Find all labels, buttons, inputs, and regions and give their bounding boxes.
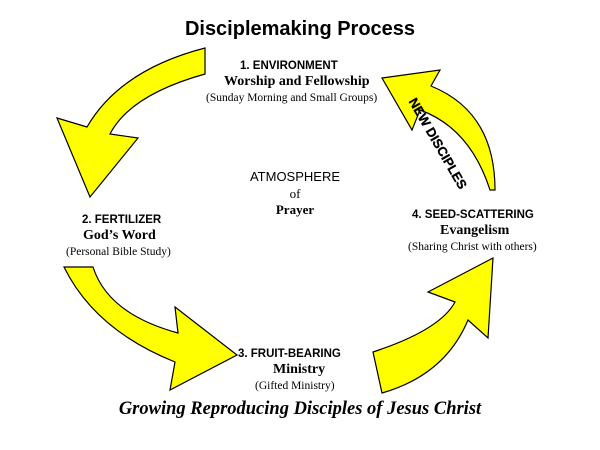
stage-1-label: 1. ENVIRONMENT xyxy=(240,60,338,72)
stage-2-note: (Personal Bible Study) xyxy=(66,246,171,258)
stage-2-subtitle: God’s Word xyxy=(83,228,156,243)
stage-4-note: (Sharing Christ with others) xyxy=(408,241,537,253)
stage-2-label: 2. FERTILIZER xyxy=(82,214,162,226)
stage-1-subtitle: Worship and Fellowship xyxy=(224,74,370,89)
arrow-new-disciples xyxy=(381,69,496,191)
stage-3-note: (Gifted Ministry) xyxy=(255,380,335,392)
arrow-fertilizer-to-fruit-bearing xyxy=(63,266,239,392)
stage-1-note: (Sunday Morning and Small Groups) xyxy=(206,92,378,104)
center-prayer: Prayer xyxy=(275,202,315,217)
center-atmosphere: ATMOSPHERE xyxy=(249,169,341,184)
stage-3-label: 3. FRUIT-BEARING xyxy=(238,348,341,360)
stage-3-subtitle: Ministry xyxy=(273,362,326,377)
center-of: of xyxy=(289,186,301,201)
footer-caption: Growing Reproducing Disciples of Jesus C… xyxy=(118,399,482,419)
stage-4-label: 4. SEED-SCATTERING xyxy=(412,209,534,221)
diagram-title: Disciplemaking Process xyxy=(184,18,416,40)
arrow-environment-to-fertilizer xyxy=(55,47,206,199)
arrow-fruit-bearing-to-seed-scattering xyxy=(372,256,494,394)
stage-4-subtitle: Evangelism xyxy=(440,223,510,238)
